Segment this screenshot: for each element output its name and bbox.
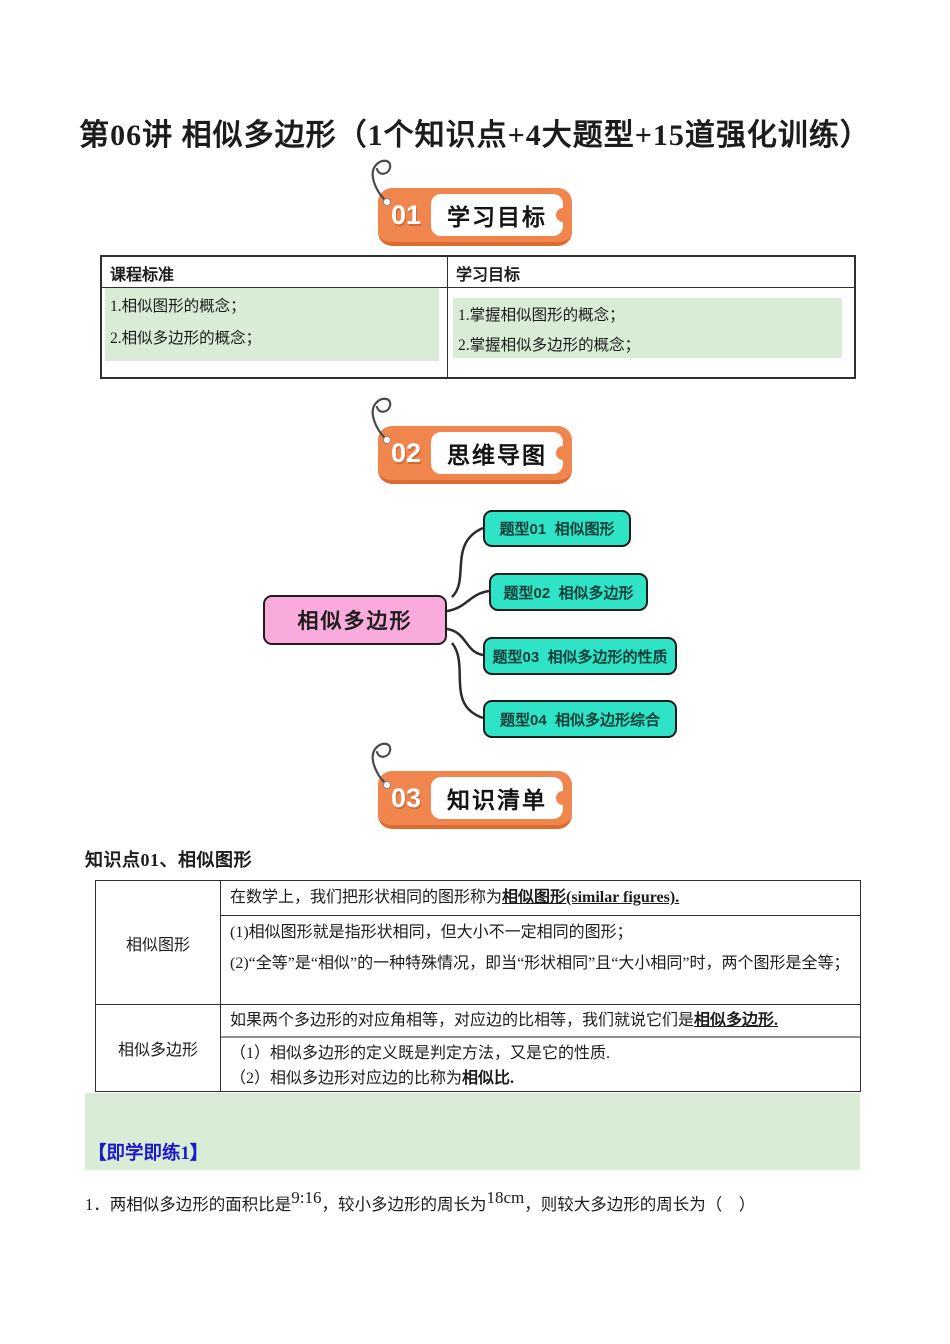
question-text: ，较小多边形的周长为	[321, 1195, 487, 1214]
perimeter-value: 18cm	[486, 1188, 525, 1207]
mindmap-branch-01: 题型01 相似图形	[483, 510, 631, 547]
badge-label-text: 思维导图	[447, 442, 548, 468]
spiral-clip-icon	[371, 397, 392, 444]
mindmap-branch-03: 题型03 相似多边形的性质	[483, 637, 677, 675]
similar-figures-notes: (1)相似图形就是指形状相同，但大小不一定相同的图形； (2)“全等”是“相似”…	[221, 916, 860, 1004]
mindmap-branch-02: 题型02 相似多边形	[489, 573, 648, 611]
note-item: （2）相似多边形对应边的比称为相似比.	[230, 1066, 850, 1091]
question-text: 1．两相似多边形的面积比是	[85, 1195, 292, 1214]
badge-body: 02 思维导图	[377, 426, 573, 484]
knowledge-point-heading: 知识点01、相似图形	[85, 850, 252, 870]
note-term: 相似比.	[462, 1070, 515, 1087]
objectives-header-course-standard: 课程标准	[110, 267, 175, 284]
badge-label-text: 知识清单	[447, 787, 548, 813]
practice-question-1: 1．两相似多边形的面积比是9:16，较小多边形的周长为18cm，则较大多边形的周…	[85, 1188, 925, 1220]
definition-term: 相似多边形.	[694, 1012, 779, 1029]
note-item: （1）相似多边形的定义既是判定方法，又是它的性质.	[230, 1045, 611, 1062]
badge-label-text: 学习目标	[447, 204, 548, 230]
objectives-table: 课程标准 学习目标 1.相似图形的概念； 2.相似多边形的概念； 1.掌握相似图…	[100, 255, 856, 379]
knowledge-table: 相似图形 在数学上，我们把形状相同的图形称为相似图形(similar figur…	[95, 880, 861, 1092]
badge-notch	[556, 446, 571, 460]
practice-label: 【即学即练1】	[88, 1144, 209, 1164]
mindmap-branch-04: 题型04 相似多边形综合	[483, 700, 677, 738]
badge-label: 学习目标	[431, 194, 571, 236]
section-badge-mind-map: 02 思维导图	[371, 397, 573, 484]
objectives-header-learning-goals: 学习目标	[447, 257, 854, 287]
similar-polygons-notes: （1）相似多边形的定义既是判定方法，又是它的性质. （2）相似多边形对应边的比称…	[221, 1038, 860, 1091]
similar-figures-definition: 在数学上，我们把形状相同的图形称为相似图形(similar figures).	[221, 881, 860, 916]
learning-goals-cell: 1.掌握相似图形的概念； 2.掌握相似多边形的概念；	[447, 287, 854, 377]
badge-number: 02	[390, 437, 422, 468]
knowledge-term-similar-polygons: 相似多边形	[96, 1004, 221, 1091]
definition-text: 在数学上，我们把形状相同的图形称为	[230, 889, 503, 906]
note-item: (2)“全等”是“相似”的一种特殊情况，即当“形状相同”且“大小相同”时，两个图…	[230, 955, 850, 972]
section-badge-knowledge-list: 03 知识清单	[371, 742, 573, 829]
mindmap-connector-lines	[446, 526, 490, 720]
spiral-clip-icon	[371, 159, 392, 206]
badge-notch	[556, 208, 571, 222]
note-item: (1)相似图形就是指形状相同，但大小不一定相同的图形；	[230, 924, 633, 941]
knowledge-term-similar-figures: 相似图形	[96, 881, 221, 1004]
badge-label: 知识清单	[431, 777, 571, 819]
definition-text: 如果两个多边形的对应角相等，对应边的比相等，我们就说它们是	[230, 1012, 695, 1029]
section-badge-learning-goals: 01 学习目标	[371, 159, 573, 246]
badge-number: 03	[390, 782, 422, 813]
practice-highlight-block: 【即学即练1】	[85, 1093, 860, 1170]
page-title: 第06讲 相似多边形（1个知识点+4大题型+15道强化训练）	[79, 119, 871, 152]
badge-body: 03 知识清单	[377, 771, 573, 829]
spiral-clip-icon	[371, 742, 392, 789]
note-text: （2）相似多边形对应边的比称为	[230, 1070, 463, 1087]
mindmap-root-node: 相似多边形	[263, 595, 447, 645]
badge-notch	[556, 791, 571, 805]
learning-goal-item: 1.掌握相似图形的概念；	[458, 307, 625, 324]
learning-goals-highlight: 1.掌握相似图形的概念； 2.掌握相似多边形的概念；	[453, 298, 842, 358]
course-standard-item: 2.相似多边形的概念；	[110, 330, 262, 347]
similar-polygons-definition: 如果两个多边形的对应角相等，对应边的比相等，我们就说它们是相似多边形.	[221, 1004, 860, 1038]
course-standard-highlight: 1.相似图形的概念； 2.相似多边形的概念；	[105, 288, 439, 361]
ratio-value: 9:16	[291, 1188, 322, 1207]
learning-goal-item: 2.掌握相似多边形的概念；	[458, 337, 641, 354]
course-standard-item: 1.相似图形的概念；	[110, 298, 246, 315]
badge-label: 思维导图	[431, 432, 571, 474]
badge-number: 01	[390, 199, 422, 230]
definition-term: 相似图形(similar figures).	[502, 889, 680, 906]
question-text: ，则较大多边形的周长为（ ）	[524, 1195, 756, 1214]
mind-map: 相似多边形 题型01 相似图形 题型02 相似多边形 题型03 相似多边形的性质…	[0, 505, 950, 750]
course-standard-cell: 1.相似图形的概念； 2.相似多边形的概念；	[102, 287, 447, 377]
badge-body: 01 学习目标	[377, 188, 573, 246]
